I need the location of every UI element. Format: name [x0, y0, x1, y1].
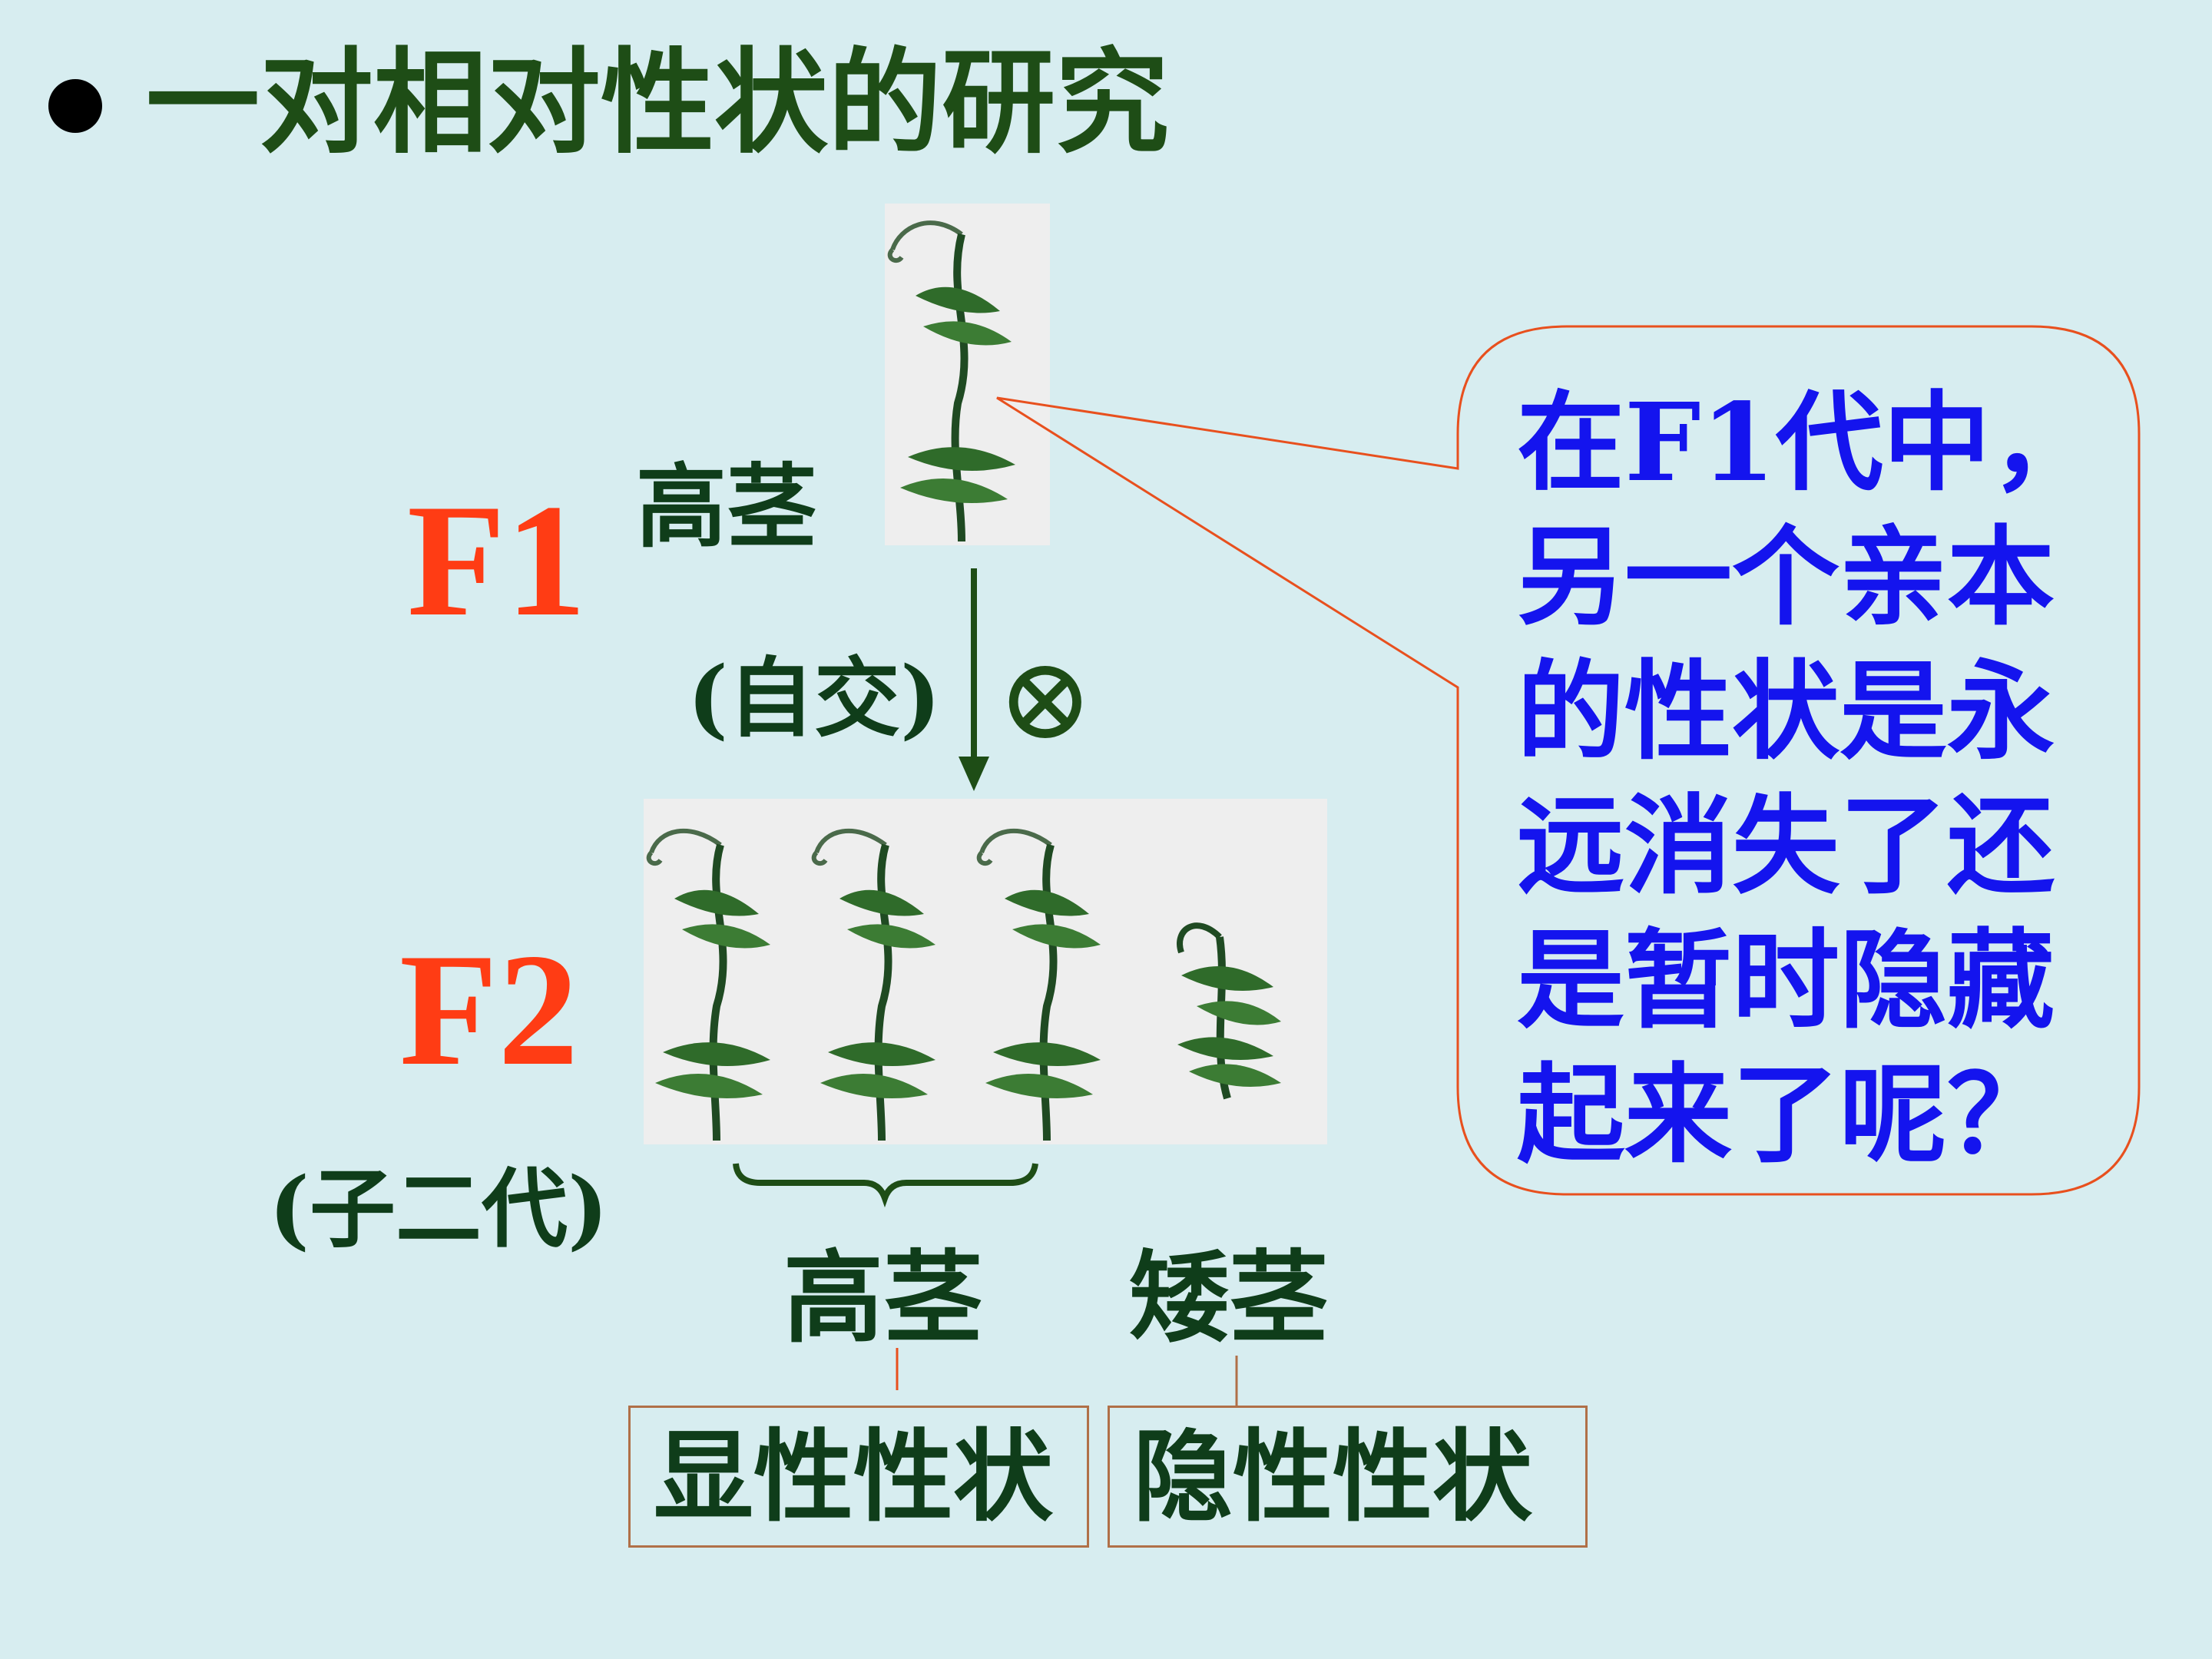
tall-plant-icon	[811, 828, 935, 1141]
question-bubble-text: 在F1代中，另一个亲本的性状是永远消失了还是暂时隐藏起来了呢？	[1517, 380, 2098, 1178]
selfing-symbol: ⊗	[997, 632, 1094, 766]
tall-group-brace	[733, 1163, 1038, 1208]
f1-generation-label: F1	[407, 472, 587, 650]
f2-plant-panel	[644, 799, 1327, 1144]
slide-title: 一对相对性状的研究	[146, 35, 1169, 169]
bullet-dot	[48, 79, 102, 133]
dwarf-plant-icon	[1177, 922, 1281, 1100]
f1-plant-panel	[885, 204, 1050, 545]
f2-plants-icon	[646, 828, 1281, 1141]
selfing-label: (自交)	[687, 648, 941, 749]
tall-plant-icon	[976, 828, 1101, 1141]
recessive-trait-box: 隐性性状	[1108, 1406, 1588, 1548]
dominant-trait-box: 显性性状	[628, 1406, 1089, 1548]
tall-plant-icon	[887, 220, 1015, 542]
tall-plant-icon	[646, 828, 770, 1141]
f1-trait-label: 高茎	[636, 453, 818, 560]
f2-tall-label: 高茎	[783, 1239, 984, 1356]
f2-generation-label: F2	[399, 921, 579, 1099]
f2-dwarf-label: 矮茎	[1129, 1239, 1330, 1356]
f2-subtitle: (子二代)	[269, 1159, 608, 1260]
selfing-arrow	[959, 568, 989, 791]
speech-bubble	[996, 325, 2141, 1196]
